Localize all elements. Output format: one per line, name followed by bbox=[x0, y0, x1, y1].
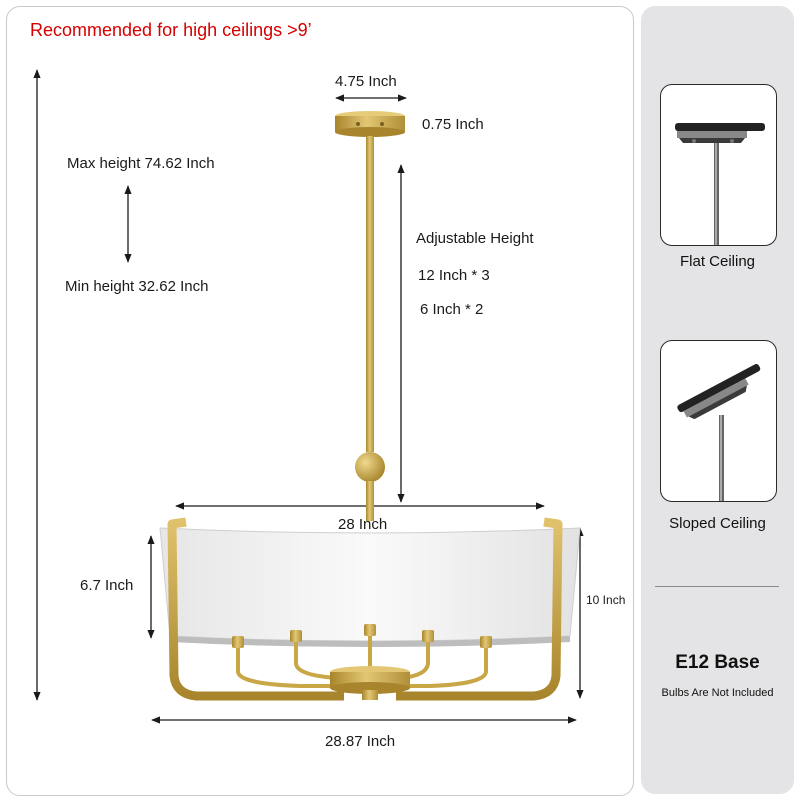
sloped-ceiling-label: Sloped Ceiling bbox=[669, 515, 766, 532]
flat-ceiling-label: Flat Ceiling bbox=[679, 253, 756, 270]
shade-height-label: 6.7 Inch bbox=[80, 577, 134, 594]
sloped-ceiling-card bbox=[660, 340, 777, 502]
ceiling-options-panel: Flat Ceiling Sloped Ceiling E12 Base Bul… bbox=[641, 6, 794, 794]
bulb-base-title: E12 Base bbox=[675, 652, 760, 673]
downrod bbox=[366, 146, 374, 452]
canopy-height-label: 0.75 Inch bbox=[422, 116, 484, 133]
adjustable-height-label: Adjustable Height bbox=[416, 230, 534, 247]
frame-left bbox=[167, 517, 344, 701]
rods-6-label: 6 Inch * 2 bbox=[420, 301, 484, 318]
candle-arms bbox=[236, 630, 488, 688]
decorative-ball bbox=[355, 452, 385, 482]
center-hub bbox=[330, 666, 410, 700]
fixture-height-label: 10 Inch bbox=[586, 593, 626, 607]
flat-ceiling-card bbox=[660, 84, 777, 246]
max-height-label: Max height 74.62 Inch bbox=[67, 155, 215, 172]
bulb-note: Bulbs Are Not Included bbox=[661, 687, 774, 699]
frame-right bbox=[396, 517, 563, 701]
canopy bbox=[335, 111, 405, 146]
candle-cups bbox=[232, 624, 492, 648]
fixture-width-label: 28.87 Inch bbox=[325, 733, 396, 750]
flat-ceiling-icon bbox=[675, 123, 765, 245]
min-height-label: Min height 32.62 Inch bbox=[65, 278, 209, 295]
canopy-width-label: 4.75 Inch bbox=[335, 73, 397, 90]
sloped-ceiling-icon bbox=[677, 363, 761, 501]
shade-diameter-label: 28 Inch bbox=[338, 516, 388, 533]
chandelier-drawing bbox=[33, 69, 584, 724]
ceiling-recommendation: Recommended for high ceilings >9’ bbox=[30, 20, 312, 40]
rods-12-label: 12 Inch * 3 bbox=[418, 267, 490, 284]
product-diagram-panel bbox=[6, 6, 634, 796]
sidebar-divider bbox=[655, 586, 779, 587]
